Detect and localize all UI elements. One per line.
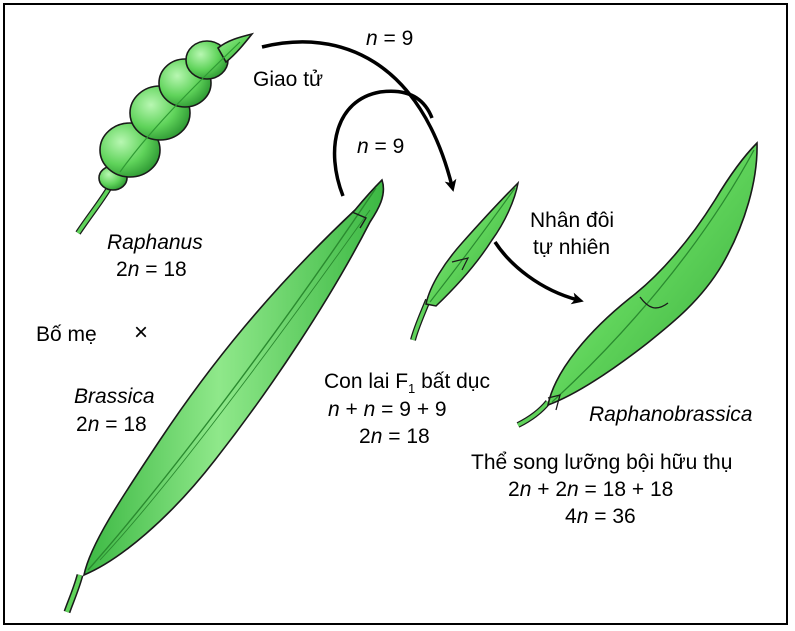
doubling-label-line2: tự nhiên	[533, 236, 610, 260]
allo-description: Thể song lưỡng bội hữu thụ	[471, 451, 732, 475]
hybrid-title-post: bất dục	[415, 370, 490, 393]
hybrid-pod	[413, 183, 518, 340]
parents-label: Bố mẹ	[36, 323, 97, 347]
gametes-label: Giao tử	[253, 68, 323, 92]
brassica-name: Brassica	[74, 385, 155, 409]
raphanobrassica-pod	[518, 143, 757, 425]
doubling-label-line1: Nhân đôi	[530, 209, 614, 233]
raphanus-pod	[78, 34, 252, 233]
hybrid-sum: n + n = 9 + 9	[328, 398, 447, 422]
raphanus-ploidy: 2n = 18	[116, 258, 187, 282]
raphanobrassica-name: Raphanobrassica	[589, 403, 752, 427]
arrow-raphanus-gamete	[262, 42, 452, 186]
raphanus-name: Raphanus	[107, 231, 203, 255]
gamete-n-mid-label: n = 9	[357, 135, 404, 159]
hybrid-title: Con lai F1 bất dục	[324, 370, 490, 394]
allo-ploidy: 4n = 36	[565, 505, 636, 529]
hybrid-ploidy: 2n = 18	[359, 425, 430, 449]
cross-symbol: ×	[134, 321, 148, 345]
allo-sum: 2n + 2n = 18 + 18	[508, 478, 673, 502]
hybrid-title-pre: Con lai F	[324, 370, 408, 393]
gamete-n-top-label: n = 9	[366, 27, 413, 51]
brassica-ploidy: 2n = 18	[76, 413, 147, 437]
